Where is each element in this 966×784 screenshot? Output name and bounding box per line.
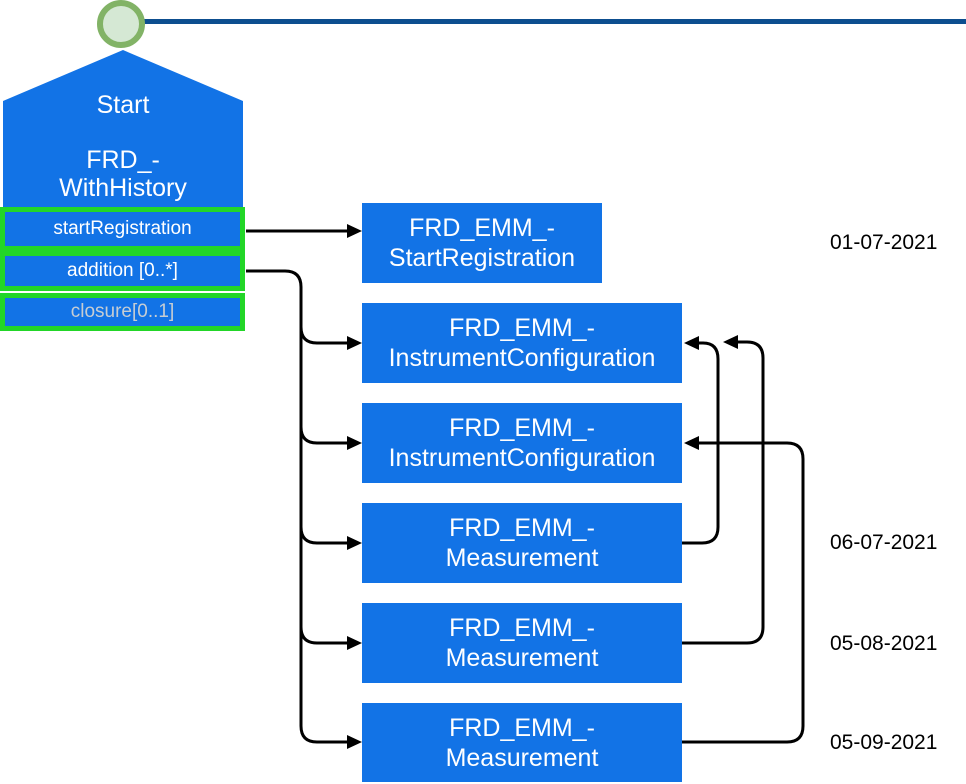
arrowhead-measurement-2 bbox=[347, 636, 362, 650]
start-node-name-line2: WithHistory bbox=[59, 174, 187, 202]
connector-feedback-measurement3 bbox=[682, 441, 805, 744]
date-label-1: 01-07-2021 bbox=[830, 231, 938, 254]
connector-branch-instrumentconfiguration-1 bbox=[299, 326, 347, 345]
event-box-line2: StartRegistration bbox=[388, 244, 576, 272]
event-box-line1: FRD_EMM_- bbox=[409, 214, 555, 242]
arrowhead-instrumentconfiguration-2 bbox=[347, 436, 362, 450]
arrowhead-measurement-1 bbox=[347, 536, 362, 550]
start-node-title: Start bbox=[96, 91, 150, 119]
event-box-line2: Measurement bbox=[445, 743, 599, 772]
date-label-2: 06-07-2021 bbox=[830, 531, 938, 554]
event-box-measurement-2: FRD_EMM_- Measurement bbox=[362, 603, 682, 683]
event-box-line1: FRD_EMM_- bbox=[449, 713, 595, 742]
connector-branch-measurement-2 bbox=[299, 626, 347, 645]
field-closure: closure[0..1] bbox=[0, 293, 245, 331]
event-box-instrument-configuration-2: FRD_EMM_- InstrumentConfiguration bbox=[362, 403, 682, 483]
event-box-line2: InstrumentConfiguration bbox=[388, 444, 656, 472]
start-pentagon-shape bbox=[3, 50, 243, 207]
arrowhead-instrumentconfiguration-1 bbox=[347, 336, 362, 350]
arrowhead-feedback-measurement2 bbox=[723, 335, 738, 349]
event-box-line1: FRD_EMM_- bbox=[449, 614, 595, 642]
event-box-line2: InstrumentConfiguration bbox=[388, 344, 656, 372]
date-label-3: 05-08-2021 bbox=[830, 632, 938, 655]
arrowhead-measurement-3 bbox=[347, 735, 362, 749]
event-box-line2: Measurement bbox=[445, 644, 599, 672]
event-box-line2: Measurement bbox=[445, 544, 599, 572]
connector-feedback-measurement2 bbox=[682, 340, 765, 645]
event-box-measurement-1: FRD_EMM_- Measurement bbox=[362, 503, 682, 583]
field-start-registration: startRegistration bbox=[0, 207, 245, 251]
connector-branch-measurement-1 bbox=[299, 526, 347, 545]
event-box-line1: FRD_EMM_- bbox=[449, 514, 595, 542]
field-closure-label: closure[0..1] bbox=[70, 301, 175, 322]
arrowhead-startregistration bbox=[347, 224, 362, 238]
connector-addition-trunk bbox=[246, 269, 347, 744]
field-addition: addition [0..*] bbox=[0, 251, 245, 291]
arrowhead-feedback-measurement3 bbox=[684, 436, 699, 450]
start-node-name-line1: FRD_- bbox=[86, 146, 160, 174]
event-box-line1: FRD_EMM_- bbox=[449, 314, 595, 342]
field-start-registration-label: startRegistration bbox=[53, 218, 192, 239]
timeline-start-circle-icon bbox=[97, 0, 145, 48]
event-box-start-registration: FRD_EMM_- StartRegistration bbox=[362, 203, 602, 283]
event-box-line1: FRD_EMM_- bbox=[449, 414, 595, 442]
event-box-measurement-3: FRD_EMM_- Measurement bbox=[362, 703, 682, 782]
connector-branch-instrumentconfiguration-2 bbox=[299, 426, 347, 445]
event-box-instrument-configuration-1: FRD_EMM_- InstrumentConfiguration bbox=[362, 303, 682, 383]
date-label-4: 05-09-2021 bbox=[830, 731, 938, 754]
field-addition-label: addition [0..*] bbox=[67, 260, 178, 281]
arrowhead-feedback-measurement1 bbox=[684, 336, 699, 350]
